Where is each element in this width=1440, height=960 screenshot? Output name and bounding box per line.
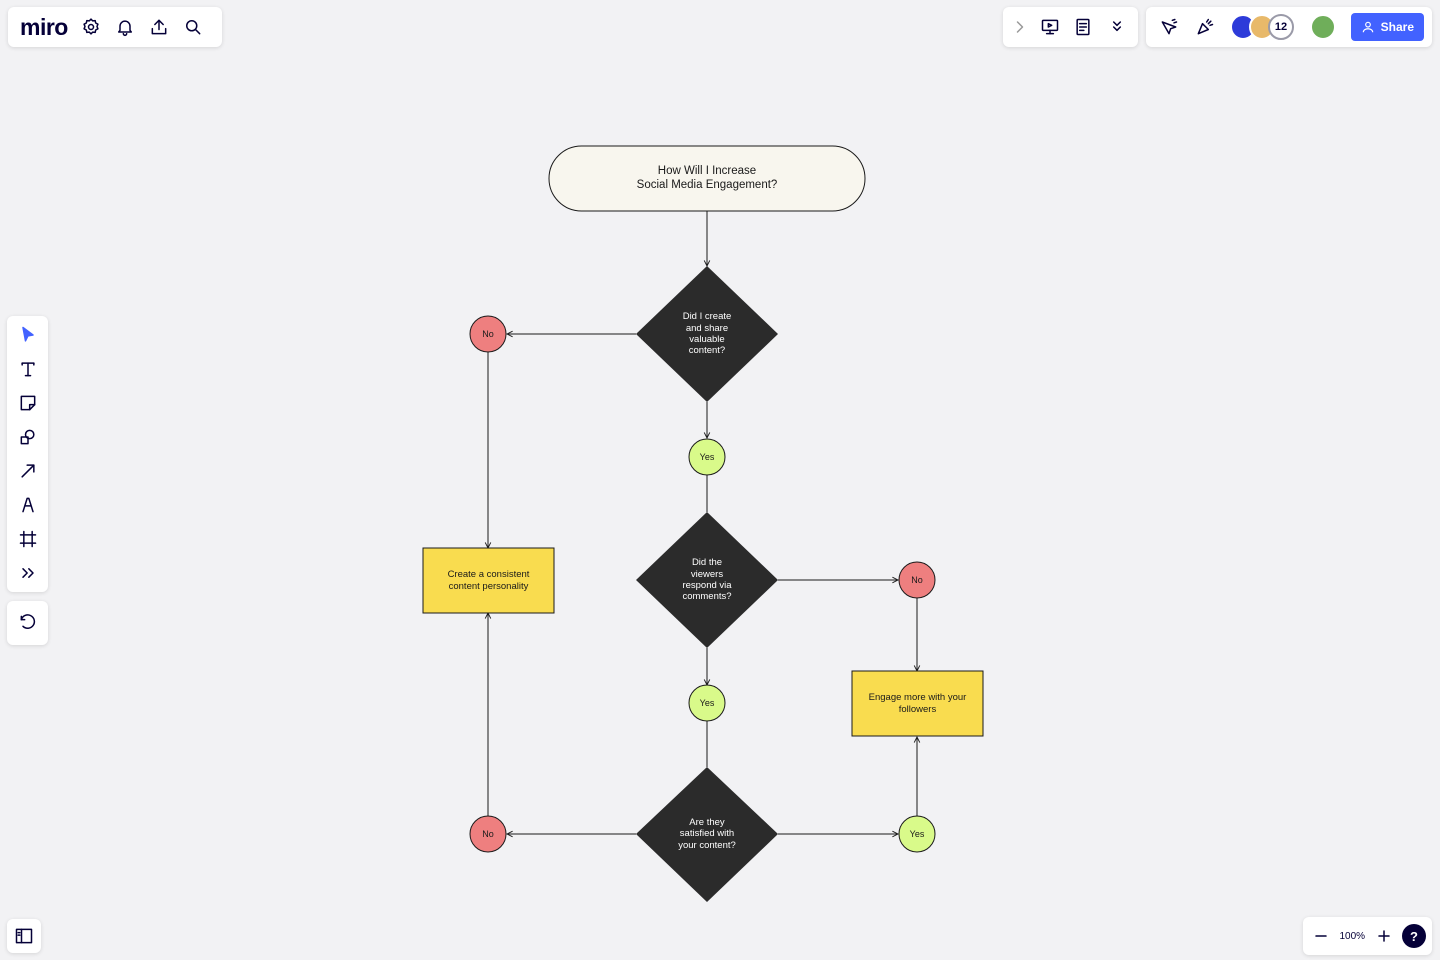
decision3-label: Are they satisfied with your content? <box>678 816 736 851</box>
yes-node-3[interactable] <box>898 815 936 853</box>
double-chevron-down-icon[interactable] <box>1102 12 1132 42</box>
no2-label: No <box>911 574 923 585</box>
sidebar-panel-icon[interactable] <box>9 921 39 951</box>
yes2-label: Yes <box>699 697 715 708</box>
top-left-toolbar: miro <box>8 7 222 47</box>
zoom-controls: 100% ? <box>1303 917 1432 955</box>
no3-label: No <box>482 828 494 839</box>
zoom-out-minus-icon[interactable] <box>1309 921 1333 951</box>
zoom-level[interactable]: 100% <box>1339 930 1366 942</box>
notes-icon[interactable] <box>1069 12 1099 42</box>
upload-icon[interactable] <box>144 12 174 42</box>
zoom-in-plus-icon[interactable] <box>1372 921 1396 951</box>
no-node-3[interactable] <box>469 815 507 853</box>
collaborator-count-badge[interactable]: 12 <box>1268 14 1294 40</box>
yes-node-2[interactable] <box>688 684 726 722</box>
current-user-avatar[interactable] <box>1310 14 1336 40</box>
cursor-follow-icon[interactable] <box>1154 12 1184 42</box>
top-right-toolbar-collab: 12 Share <box>1146 7 1432 47</box>
decision-valuable-content[interactable] <box>636 266 778 402</box>
decision2-label: Did the viewers respond via comments? <box>682 557 732 603</box>
search-icon[interactable] <box>178 12 208 42</box>
frame-tool-icon[interactable] <box>11 524 45 554</box>
undo-panel <box>7 601 48 645</box>
action-left-label: Create a consistent content personality <box>447 569 530 592</box>
decision1-label: Did I create and share valuable content? <box>682 311 732 357</box>
celebrate-icon[interactable] <box>1190 12 1220 42</box>
settings-gear-icon[interactable] <box>76 12 106 42</box>
share-button-label: Share <box>1380 20 1414 34</box>
start-terminal-label: How Will I Increase Social Media Engagem… <box>636 164 778 191</box>
yes-node-1[interactable] <box>688 438 726 476</box>
no-node-1[interactable] <box>469 315 507 353</box>
chevron-right-icon[interactable] <box>1009 12 1031 42</box>
action-consistent-personality[interactable] <box>422 547 555 614</box>
no-node-2[interactable] <box>898 561 936 599</box>
connector-arrow-icon[interactable] <box>11 456 45 486</box>
more-tools-chevron-icon[interactable] <box>11 558 45 588</box>
no1-label: No <box>482 328 494 339</box>
sticky-note-icon[interactable] <box>11 388 45 418</box>
decision-satisfied[interactable] <box>636 767 778 902</box>
person-icon <box>1362 21 1373 33</box>
decision-viewers-respond[interactable] <box>636 512 778 648</box>
yes1-label: Yes <box>699 451 715 462</box>
frames-panel-toggle[interactable] <box>7 919 41 953</box>
miro-logo[interactable]: miro <box>20 13 68 40</box>
undo-icon[interactable] <box>13 608 43 638</box>
shapes-icon[interactable] <box>11 422 45 452</box>
help-button[interactable]: ? <box>1401 924 1426 948</box>
connectors <box>488 211 917 834</box>
action-right-label: Engage more with your followers <box>868 692 967 715</box>
yes3-label: Yes <box>909 828 925 839</box>
presentation-icon[interactable] <box>1035 12 1065 42</box>
text-tool-icon[interactable] <box>11 354 45 384</box>
start-terminal[interactable] <box>548 145 866 212</box>
collaborator-avatars[interactable]: 12 <box>1230 14 1294 40</box>
select-cursor-icon[interactable] <box>11 320 45 350</box>
action-engage-followers[interactable] <box>851 670 984 737</box>
left-tool-palette <box>7 316 48 592</box>
pen-tool-icon[interactable] <box>11 490 45 520</box>
top-right-toolbar-present <box>1003 7 1138 47</box>
share-button[interactable]: Share <box>1350 13 1424 41</box>
bell-icon[interactable] <box>110 12 140 42</box>
